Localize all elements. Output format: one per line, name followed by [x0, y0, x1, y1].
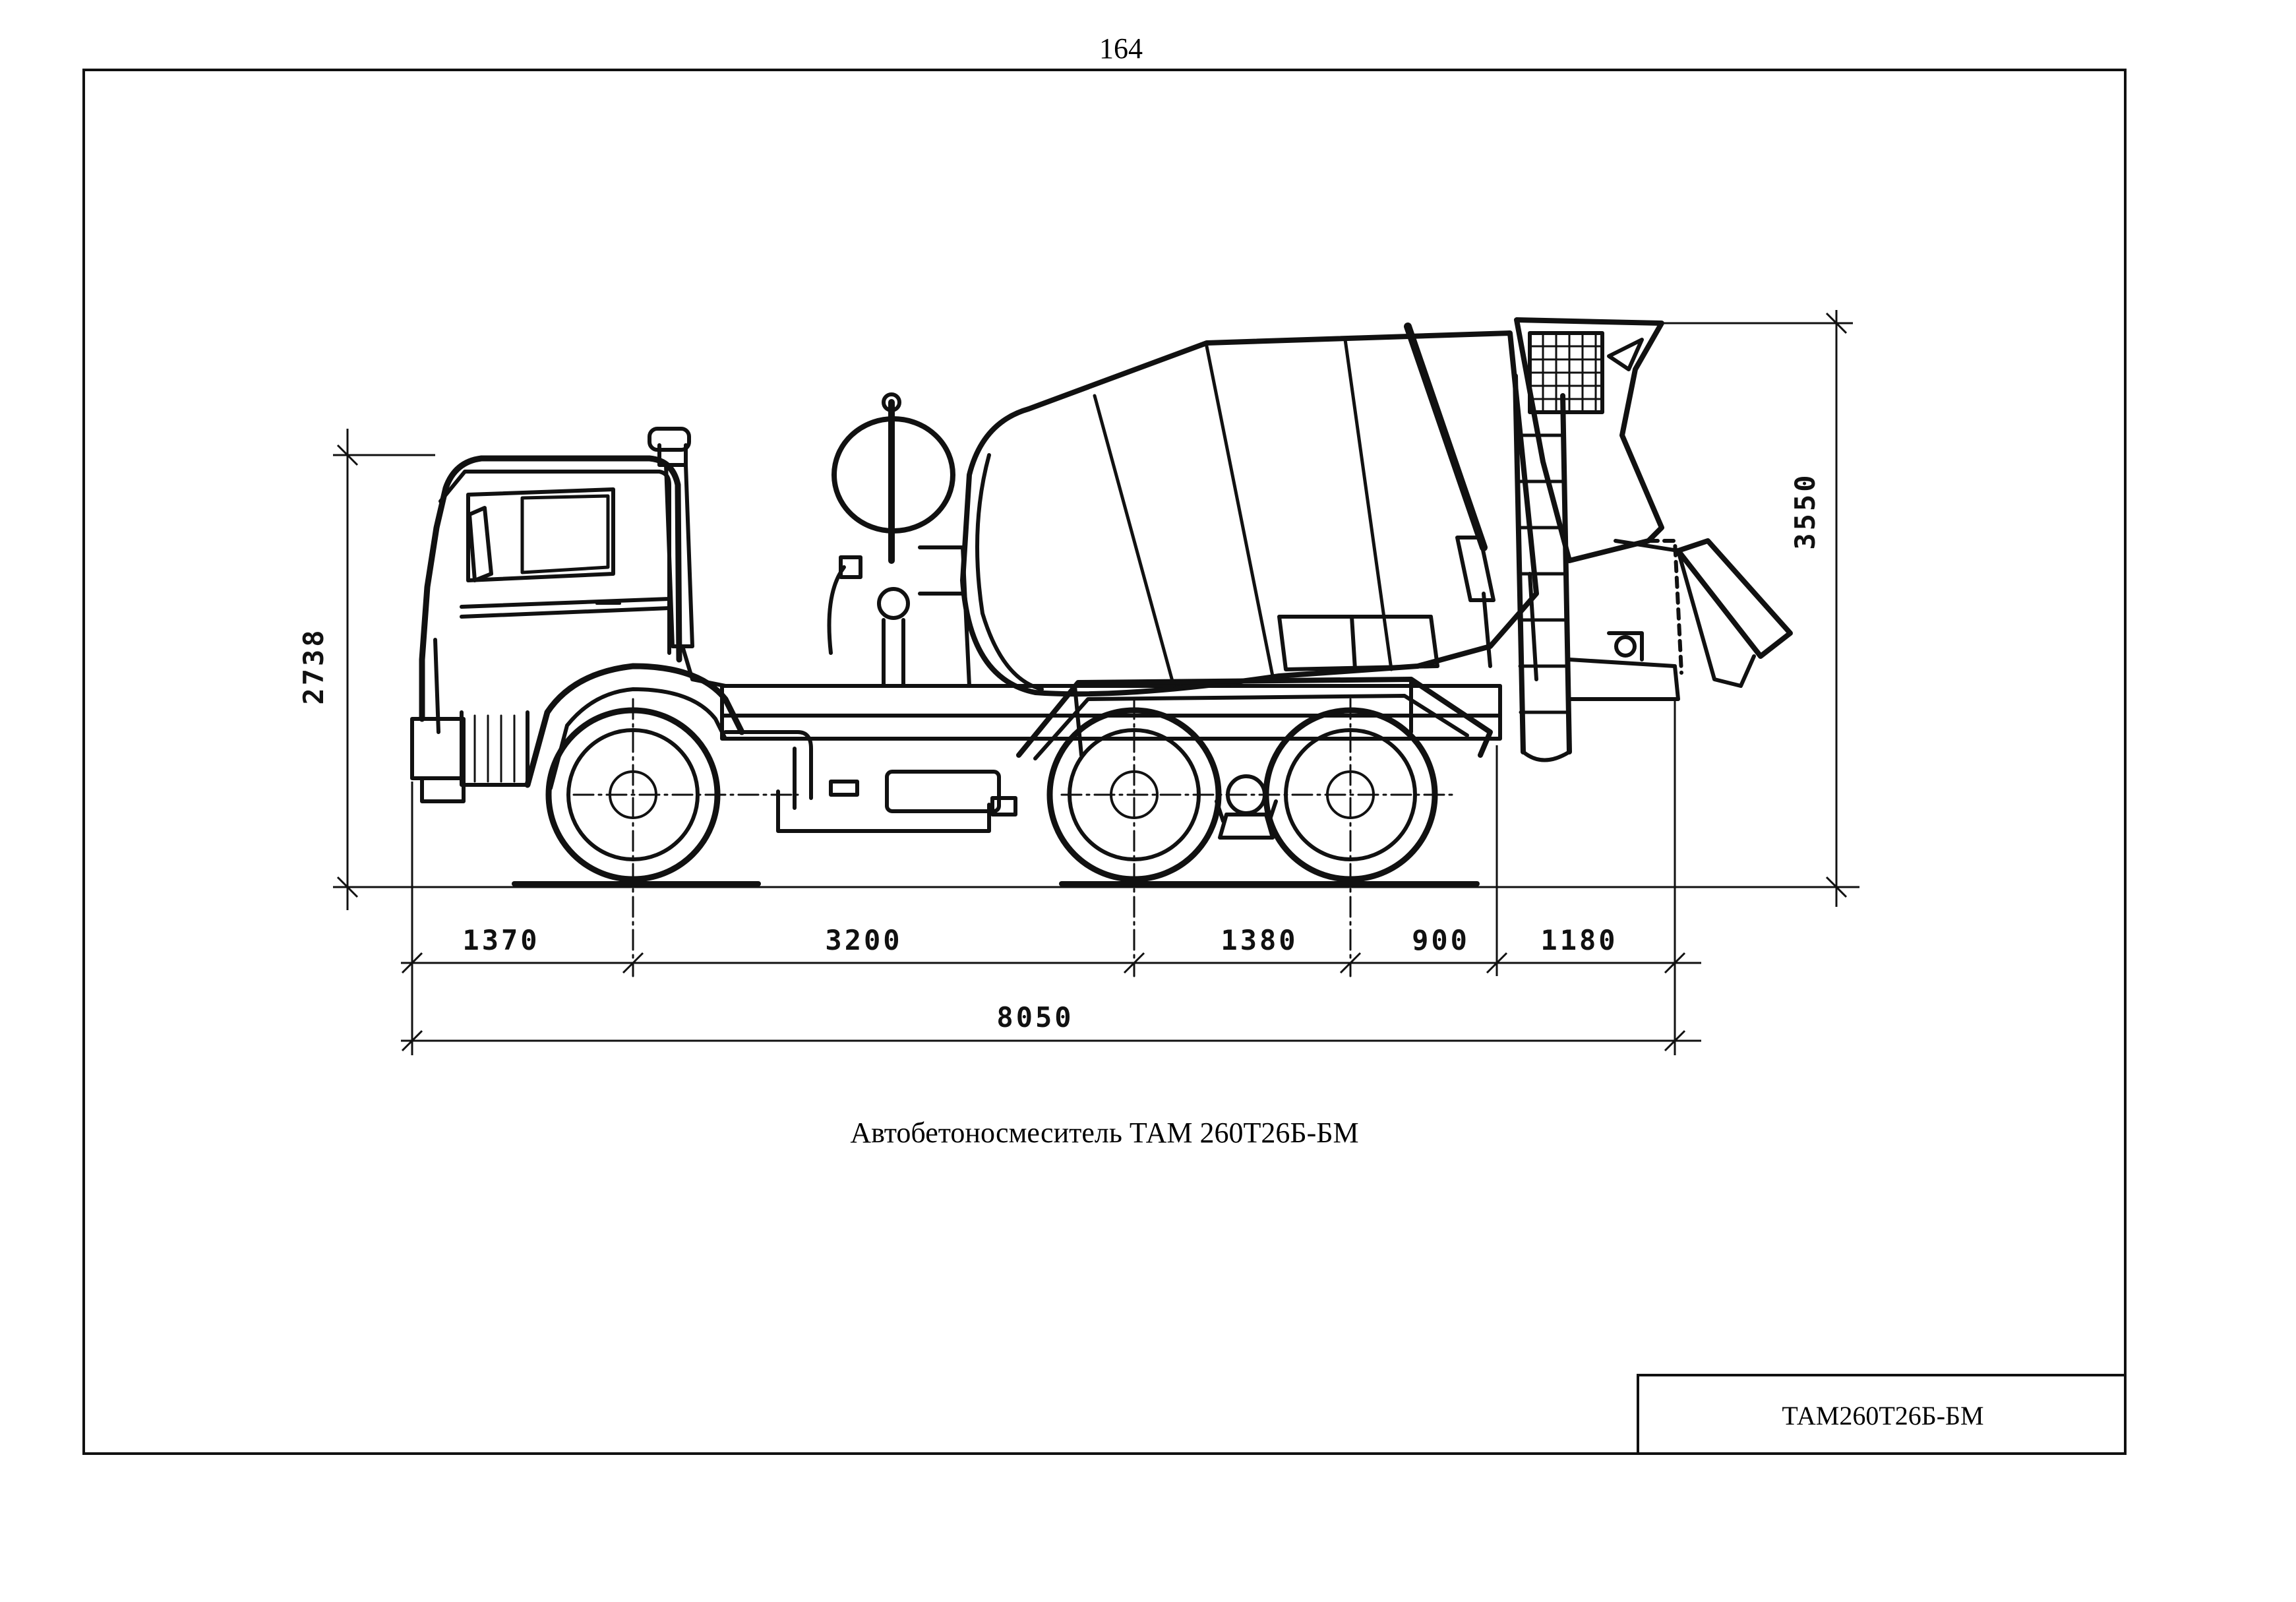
dimension-label-1370: 1370: [462, 924, 539, 956]
axis-center-lines: [572, 698, 1459, 977]
mixer-drum: [918, 323, 1539, 697]
dimension-label-1180: 1180: [1540, 924, 1617, 956]
chassis-frame: [720, 684, 1502, 833]
title-block-label: ТАМ260Т26Б-БМ: [1782, 1401, 1984, 1431]
dimension-label-2738: 2738: [297, 627, 330, 704]
dimension-label-1380: 1380: [1221, 924, 1298, 956]
drawing-frame: [82, 69, 2127, 1455]
rear-fender: [1016, 677, 1493, 760]
cab: [410, 427, 745, 803]
title-block: ТАМ260Т26Б-БМ: [1637, 1374, 2127, 1455]
dimension-label-900: 900: [1412, 924, 1470, 956]
dimension-label-3200: 3200: [825, 924, 902, 956]
drawing-caption: Автобетоносмеситель ТАМ 260Т26Б-БМ: [850, 1117, 1359, 1149]
water-tank: [827, 392, 955, 688]
rear-hopper: [1513, 317, 1793, 762]
dimension-lines: [333, 310, 1859, 1055]
dimension-label-8050: 8050: [996, 1001, 1073, 1033]
page-number: 164: [1099, 32, 1143, 65]
dimension-label-3550: 3550: [1789, 472, 1821, 549]
